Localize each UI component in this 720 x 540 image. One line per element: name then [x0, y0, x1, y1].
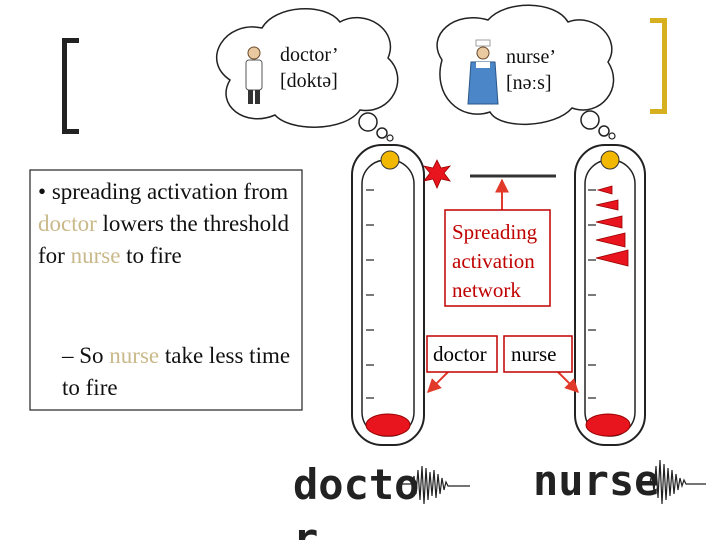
- big-word-doctor: docto: [293, 460, 420, 509]
- doctor-tube: [351, 144, 425, 446]
- nurse-tube: [574, 144, 646, 446]
- big-word-doctor-wrap: r: [293, 514, 319, 540]
- sub-bullet: – So nurse take less time to fire: [62, 343, 291, 400]
- main-bullet: • spreading activation from doctor lower…: [38, 179, 290, 268]
- thought-doctor-label: doctor’ [doktə]: [280, 42, 339, 94]
- left-bracket: [62, 38, 79, 134]
- doctor-highlight: doctor: [38, 211, 97, 236]
- nurse-word: nurse’: [506, 46, 556, 68]
- sound-wave-nurse: [640, 459, 706, 505]
- threshold-spikes: [595, 185, 629, 267]
- doctor-figure-icon: [245, 46, 263, 104]
- bullet-box: [29, 169, 303, 411]
- node-doctor-box: [426, 335, 498, 373]
- big-word-nurse: nurse: [533, 456, 660, 505]
- sub-bullet-marker: –: [62, 343, 74, 368]
- arrow-to-doctor-tube: [427, 371, 449, 393]
- thought-cloud-doctor: [215, 7, 399, 142]
- nurse-highlight: nurse: [70, 243, 121, 268]
- sub-nurse-highlight: nurse: [109, 343, 160, 368]
- node-nurse-box: [503, 335, 573, 373]
- bullet-marker: •: [38, 179, 47, 204]
- nurse-figure-icon: [467, 39, 499, 105]
- right-bracket: [650, 18, 667, 114]
- doctor-phonetic: [doktə]: [280, 70, 338, 92]
- sound-wave-doctor: [400, 465, 470, 505]
- doctor-word: doctor’: [280, 44, 339, 66]
- network-box: [444, 209, 551, 307]
- arrow-to-nurse-tube: [557, 371, 579, 393]
- nurse-phonetic: [nəːs]: [506, 72, 552, 94]
- network-label: Spreading activation network: [452, 220, 538, 302]
- node-doctor-label: doctor: [433, 342, 487, 366]
- thought-nurse-label: nurse’ [nəːs]: [506, 44, 556, 96]
- node-nurse-label: nurse: [511, 342, 557, 366]
- firing-spark-icon: [422, 159, 452, 189]
